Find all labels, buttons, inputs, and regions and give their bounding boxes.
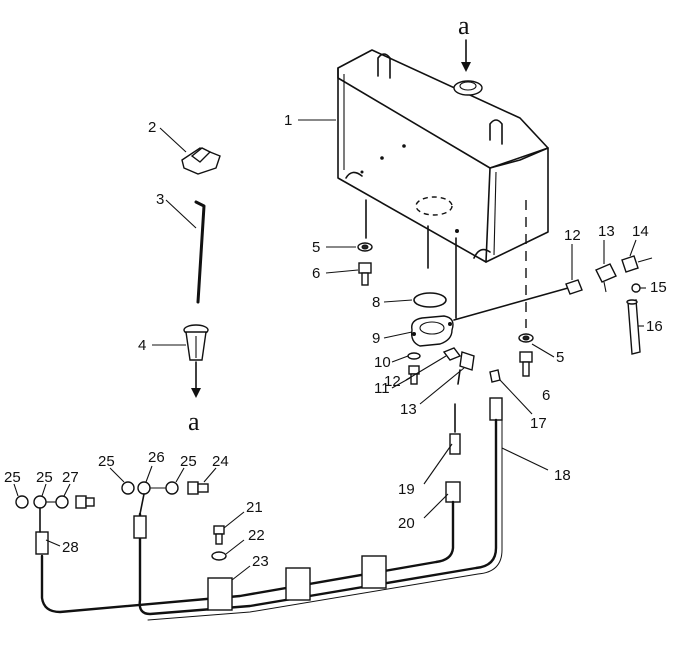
washer-bolt [407, 352, 421, 385]
o-ring [413, 292, 447, 308]
callout-18: 18 [554, 467, 571, 484]
reference-arrow-top: a [458, 11, 471, 72]
callout-8: 8 [372, 294, 380, 311]
callout-19: 19 [398, 481, 415, 498]
callout-26: 26 [148, 449, 165, 466]
callout-24: 24 [212, 453, 229, 470]
callout-11: 11 [374, 380, 390, 397]
callout-6-left: 6 [312, 265, 320, 282]
callout-10: 10 [374, 354, 391, 371]
filler-strainer: a [183, 324, 209, 436]
callout-numbers: 1 2 3 4 5 6 8 9 10 11 12 13 17 18 19 20 … [4, 112, 667, 570]
fuel-tank [337, 49, 549, 263]
drain-fittings [442, 347, 501, 385]
callout-12-right: 12 [564, 227, 581, 244]
callout-23: 23 [252, 553, 269, 570]
leader-lines [13, 119, 646, 581]
callout-14: 14 [632, 223, 649, 240]
callout-20: 20 [398, 515, 415, 532]
hose-banjo-fittings [15, 481, 209, 533]
dipstick [194, 200, 206, 304]
callout-15: 15 [650, 279, 667, 296]
callout-12-center: 12 [384, 373, 401, 390]
callout-16: 16 [646, 318, 663, 335]
callout-9: 9 [372, 330, 380, 347]
callout-28: 28 [62, 539, 79, 556]
tank-cap [181, 147, 221, 175]
reference-label-a-top: a [458, 11, 470, 40]
drain-flange [410, 315, 454, 347]
callout-3: 3 [156, 191, 164, 208]
callout-21: 21 [246, 499, 263, 516]
callout-4: 4 [138, 337, 146, 354]
fuel-pipes [35, 397, 503, 621]
callout-2: 2 [148, 119, 156, 136]
callout-13-right: 13 [598, 223, 615, 240]
callout-25-c: 25 [4, 469, 21, 486]
callout-5-right: 5 [556, 349, 564, 366]
callout-13-center: 13 [400, 401, 417, 418]
clamp-bolt [211, 525, 227, 561]
tank-mount-right [518, 333, 534, 377]
callout-25-d: 25 [36, 469, 53, 486]
callout-17: 17 [530, 415, 547, 432]
callout-27: 27 [62, 469, 79, 486]
callout-5-left: 5 [312, 239, 320, 256]
callout-25-a: 25 [98, 453, 115, 470]
callout-22: 22 [248, 527, 265, 544]
callout-6-right: 6 [542, 387, 550, 404]
callout-25-b: 25 [180, 453, 197, 470]
reference-label-a-bottom: a [188, 407, 200, 436]
callout-1: 1 [284, 112, 292, 129]
vent-fittings [565, 255, 653, 355]
tank-mount-left [357, 199, 373, 286]
